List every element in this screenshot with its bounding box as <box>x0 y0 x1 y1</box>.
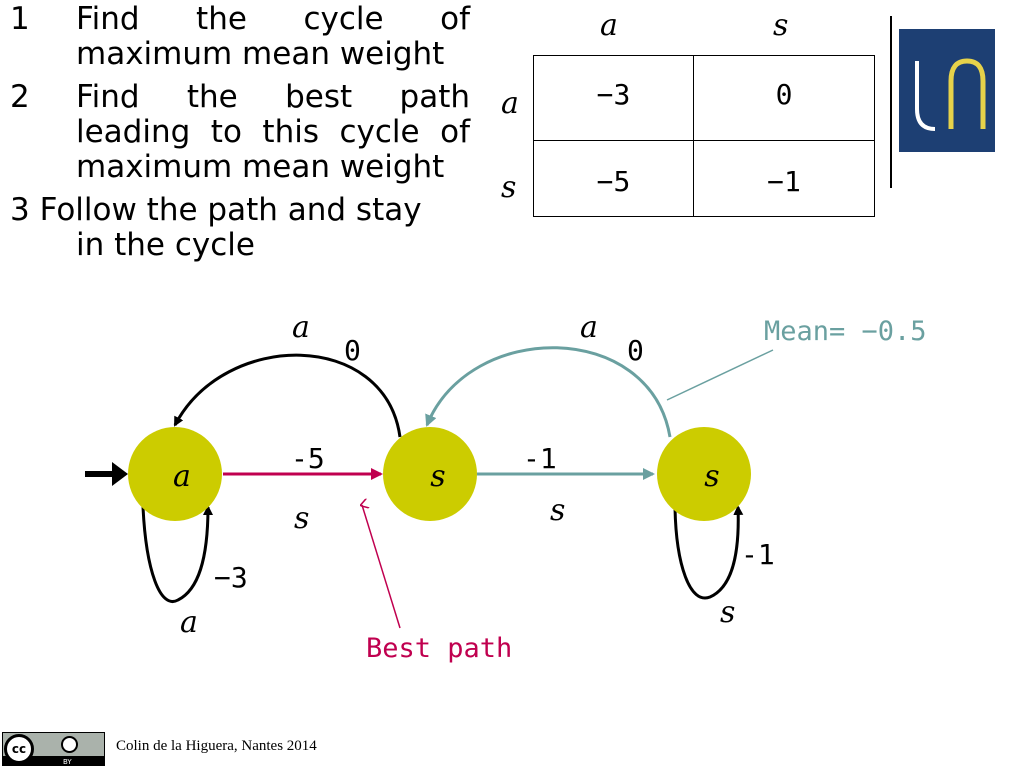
back-arc-2-symbol: a <box>580 310 598 345</box>
steps-list: 1 Find the cycle of maximum mean weight … <box>10 2 470 263</box>
edge-back-arc-1 <box>173 353 402 438</box>
loop-a-weight: −3 <box>214 561 248 594</box>
edge-a-to-s-symbol: s <box>294 501 309 536</box>
edge-loop-s <box>673 505 744 600</box>
back-arc-2-weight: 0 <box>627 334 644 367</box>
loop-s-weight: -1 <box>741 538 775 571</box>
by-label: BY <box>63 758 72 766</box>
university-logo-mark <box>915 58 986 131</box>
edge-s-to-s-symbol: s <box>550 493 565 528</box>
cc-by-badge: cc BY <box>2 732 105 766</box>
state-label-s1: s <box>430 459 445 494</box>
table-cell-s-a: −5 <box>534 141 694 216</box>
best-path-pointer <box>362 505 401 629</box>
initial-arrow <box>85 462 128 486</box>
back-arc-1-symbol: a <box>292 310 310 345</box>
step-3-number: 3 <box>10 192 30 228</box>
loop-a-symbol: a <box>180 605 198 640</box>
footer: cc BY Colin de la Higuera, Nantes 2014 <box>0 730 1024 768</box>
edge-s-to-s-weight: -1 <box>523 442 557 475</box>
mean-callout-line <box>666 349 774 401</box>
mean-annotation: Mean= −0.5 <box>764 316 927 347</box>
credit-text: Colin de la Higuera, Nantes 2014 <box>116 738 317 754</box>
table-cell-a-s: 0 <box>694 56 874 141</box>
university-logo <box>899 29 995 152</box>
divider-line <box>890 16 892 188</box>
loop-s-symbol: s <box>720 595 735 630</box>
table-row-header-a: a <box>501 86 519 121</box>
step-2-number: 2 <box>10 79 30 115</box>
edge-back-arc-2 <box>425 346 672 438</box>
step-3: 3 Follow the path and stay in the cycle <box>10 193 470 263</box>
table-grid: −3 0 −5 −1 <box>533 55 875 217</box>
step-3-line1: Follow the path and stay <box>39 192 422 228</box>
state-node-a <box>128 427 222 521</box>
table-row-header-s: s <box>501 170 517 205</box>
state-label-a: a <box>173 459 191 494</box>
table-cell-s-s: −1 <box>767 165 801 198</box>
state-label-s2: s <box>704 459 719 494</box>
by-person-icon <box>61 736 78 753</box>
step-1-text: Find the cycle of maximum mean weight <box>76 1 470 72</box>
step-1: 1 Find the cycle of maximum mean weight <box>10 2 470 72</box>
step-1-number: 1 <box>10 1 30 37</box>
edge-loop-a <box>141 505 213 603</box>
state-node-s2 <box>657 427 751 521</box>
state-node-s1 <box>383 427 477 521</box>
table-col-header-s: s <box>773 8 789 43</box>
edge-a-to-s-weight: -5 <box>291 442 325 475</box>
step-3-line2: in the cycle <box>76 227 255 263</box>
cc-icon: cc <box>4 734 34 764</box>
step-2: 2 Find the best path leading to this cyc… <box>10 80 470 185</box>
cc-badge-bar <box>3 756 104 765</box>
back-arc-1-weight: 0 <box>344 334 361 367</box>
automaton-diagram: a s s a 0 a 0 -5 s -1 s −3 a -1 s Mean= … <box>85 310 927 664</box>
step-2-text: Find the best path leading to this cycle… <box>76 79 470 185</box>
best-path-annotation: Best path <box>366 633 512 664</box>
table-col-header-a: a <box>600 8 618 43</box>
table-cell-a-a: −3 <box>534 56 694 141</box>
weight-table: a s a s −3 0 −5 −1 <box>495 0 885 220</box>
